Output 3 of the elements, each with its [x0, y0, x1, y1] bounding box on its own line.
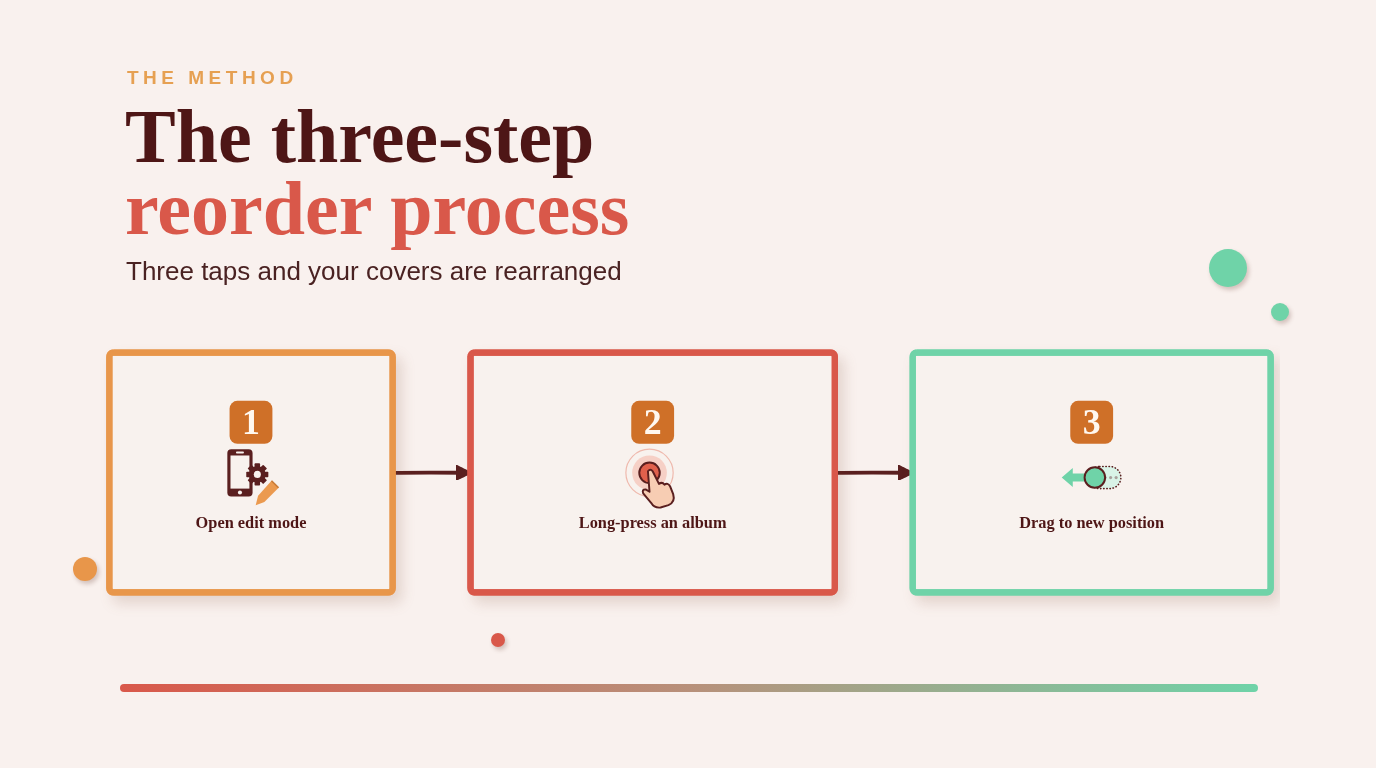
subtitle: Three taps and your covers are rearranged: [126, 256, 622, 286]
title: The three-step reorder process: [125, 93, 631, 252]
eyebrow-label: THE METHOD: [127, 67, 298, 89]
